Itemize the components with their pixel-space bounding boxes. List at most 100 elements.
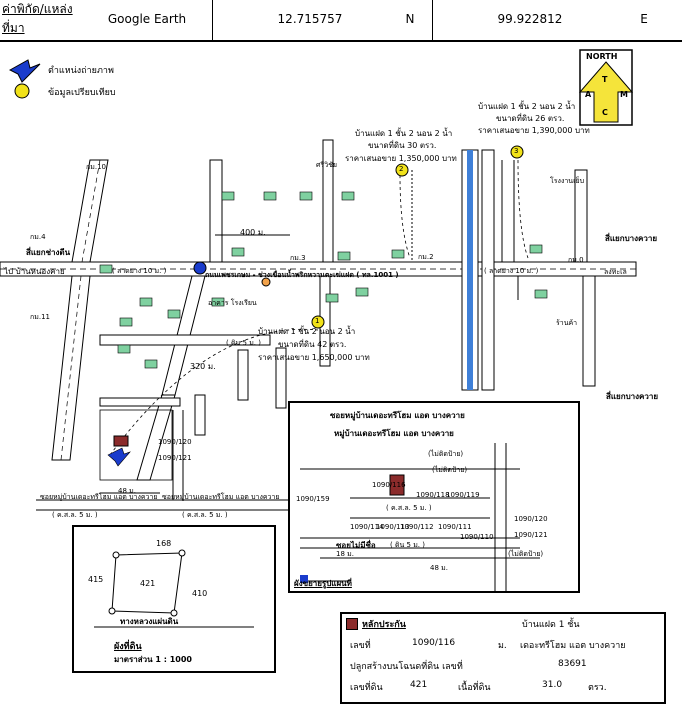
inset-road-label: ( ค.ส.ล. 5 ม. ): [386, 504, 432, 512]
plot-1090-113: 1090/113: [376, 523, 410, 531]
comp2-line1: บ้านแฝด 1 ชั้น 2 นอน 2 น้ำ: [355, 129, 453, 138]
km10-label: กม.10: [86, 163, 106, 171]
plot-410: 410: [192, 589, 208, 598]
plot-1090-119: 1090/119: [446, 491, 480, 499]
small-map-plot: 1090/120: [158, 438, 192, 446]
plot-1090-111: 1090/111: [438, 523, 472, 531]
junction-east-label: สี่แยกบางควาย: [605, 234, 658, 243]
house-no-value: 1090/116: [412, 638, 456, 648]
dist-400-label: 400 ม.: [240, 228, 266, 237]
longitude-value: 99.922812: [497, 12, 563, 26]
land-plan-box: 168 415 421 410 ทางหลวงแผ่นดิน ผังที่ดิน…: [72, 525, 276, 673]
to-nongkhwai-label: ไป บ้านหนองคาย: [4, 267, 65, 276]
plot-1090-116: 1090/116: [372, 481, 406, 489]
logo-letter-c: C: [602, 108, 608, 117]
comp1-line3: ราคาเสนอขาย 1,650,000 บาท: [258, 353, 370, 362]
school-label: อาคาร โรงเรียน: [208, 299, 257, 307]
dirt-road-label: ( ดิน 5 ม. ): [226, 339, 261, 347]
comp2-number: 2: [399, 165, 404, 173]
comp3-line1: บ้านแฝด 1 ชั้น 2 นอน 2 น้ำ: [478, 102, 576, 111]
area-label: เนื้อที่ดิน: [458, 683, 491, 693]
comp1-line1: บ้านแฝด 1 ชั้น 2 นอน 2 น้ำ: [258, 327, 356, 336]
inset-title2: หมู่บ้านเดอะทรีโฮม แอต บางควาย: [334, 429, 454, 438]
location-label: ค่าพิกัด/แหล่งที่มา: [2, 2, 73, 35]
area-unit: ตรว.: [588, 683, 607, 693]
plot-1090-112: 1090/112: [400, 523, 434, 531]
coordinate-header: ค่าพิกัด/แหล่งที่มา Google Earth 12.7157…: [0, 0, 682, 42]
factory-label: โรงงานเย็บ: [550, 177, 585, 185]
photo-position-icon: [8, 59, 41, 83]
moo-label: ม.: [498, 641, 507, 651]
inset-dirt-label: ( ดิน 5 ม. ): [390, 541, 425, 549]
inset-title1: ซอยหมู่บ้านเดอะทรีโฮม แอต บางควาย: [330, 411, 465, 420]
legend-photo-position: ตำแหน่งถ่ายภาพ: [48, 66, 114, 76]
km11-label: กม.11: [30, 313, 50, 321]
coord-source: Google Earth: [107, 12, 187, 26]
comp2-line2: ขนาดที่ดิน 30 ตรว.: [368, 141, 437, 150]
plot-1090-159: 1090/159: [296, 495, 330, 503]
small-map-road-b: ซอยหมู่บ้านเดอะทรีโฮม แอต บางควาย: [162, 493, 280, 501]
sea-road-label: ลงทะเล: [604, 268, 627, 276]
paved-road-east: ( ลาดยาง 10 ม. ): [484, 267, 539, 275]
inset-18m: 18 ม.: [336, 550, 354, 558]
land-plan-road: ทางหลวงแผ่นดิน: [120, 617, 179, 626]
comparable-3-marker: [510, 145, 524, 159]
km2-label: กม.2: [418, 253, 434, 261]
junction-east-bottom-label: สี่แยกบางควาย: [606, 392, 659, 401]
inset-caption: ผังขยายรูปแผนที่: [294, 579, 352, 588]
comp1-line2: ขนาดที่ดิน 42 ตรว.: [278, 340, 347, 349]
inset-48m: 48 ม.: [430, 564, 448, 572]
comp3-line3: ราคาเสนอขาย 1,390,000 บาท: [478, 126, 590, 135]
plot-1090-114: 1090/114: [350, 523, 384, 531]
inset-no-number2: (ไม่ติดป้าย): [432, 466, 468, 474]
plot-1090-110: 1090/110: [460, 533, 494, 541]
small-map-48: 48 ม.: [118, 487, 136, 495]
small-map-plot2: 1090/121: [158, 454, 192, 462]
inset-no-number1: (ไม่ติดป้าย): [428, 450, 464, 458]
store-label: ร้านค้า: [556, 319, 578, 327]
plot-168: 168: [156, 539, 172, 548]
legend-comparable: ข้อมูลเปรียบเทียบ: [48, 88, 116, 98]
land-plan-scale: มาตราส่วน 1 : 1000: [114, 655, 192, 664]
built-on-label: ปลูกสร้างบนโฉนดที่ดิน เลขที่: [350, 662, 463, 672]
area-value: 31.0: [542, 680, 563, 690]
plot-421: 421: [140, 579, 156, 588]
logo-letter-a: A: [585, 90, 592, 99]
lon-direction: E: [640, 12, 648, 26]
temple-label: ศรีวิชัย: [316, 161, 337, 169]
small-map-ss-b: ( ค.ส.ล. 5 ม. ): [182, 511, 228, 519]
latitude-value: 12.715757: [277, 12, 343, 26]
land-no-value: 421: [410, 680, 428, 690]
km0-label: กม.0: [568, 256, 584, 264]
subject-location-marker: [193, 261, 207, 275]
small-map-road-a: ซอยหมู่บ้านเดอะทรีโฮม แอต บางควาย: [40, 493, 158, 501]
small-map-ss-a: ( ค.ส.ล. 5 ม. ): [52, 511, 98, 519]
comp3-number: 3: [514, 147, 519, 155]
logo-letter-m: M: [620, 90, 628, 99]
land-no-label: เลขที่ดิน: [350, 683, 383, 693]
inset-side-road: ซอยไม่มีชื่อ: [336, 541, 376, 550]
logo-letter-t: T: [602, 75, 608, 84]
plot-1090-121: 1090/121: [514, 531, 548, 539]
paved-road-west: ( ลาดยาง 10 ม. ): [112, 267, 167, 275]
plot-415: 415: [88, 575, 104, 584]
lat-direction: N: [405, 12, 415, 26]
junction-west-label: สี่แยกช่างตีน: [26, 248, 71, 257]
comp2-line3: ราคาเสนอขาย 1,350,000 บาท: [345, 154, 457, 163]
comparable-1-marker: [311, 315, 325, 329]
main-road-label: ถนนเพชรเกษม - ช่วงเขื่อนน้ำพริกหวานตะเฆ่…: [205, 271, 399, 279]
land-plan-title: ผังที่ดิน: [114, 642, 142, 652]
dist-320-label: 320 ม.: [190, 362, 216, 371]
plot-1090-120: 1090/120: [514, 515, 548, 523]
village-inset: ซอยหมู่บ้านเดอะทรีโฮม แอต บางควาย หมู่บ้…: [288, 401, 580, 593]
plot-1090-118: 1090/118: [416, 491, 450, 499]
collateral-info-table: หลักประกัน บ้านแฝด 1 ชั้น เลขที่ 1090/11…: [340, 612, 666, 704]
comp1-number: 1: [315, 317, 320, 325]
km3-label: กม.3: [290, 254, 306, 262]
collateral-type: บ้านแฝด 1 ชั้น: [522, 620, 580, 630]
km4-label: กม.4: [30, 233, 46, 241]
village-name: เดอะทรีโฮม แอต บางควาย: [520, 641, 626, 651]
deed-number: 83691: [558, 659, 587, 669]
inset-no-number3: (ไม่ติดป้าย): [508, 550, 544, 558]
